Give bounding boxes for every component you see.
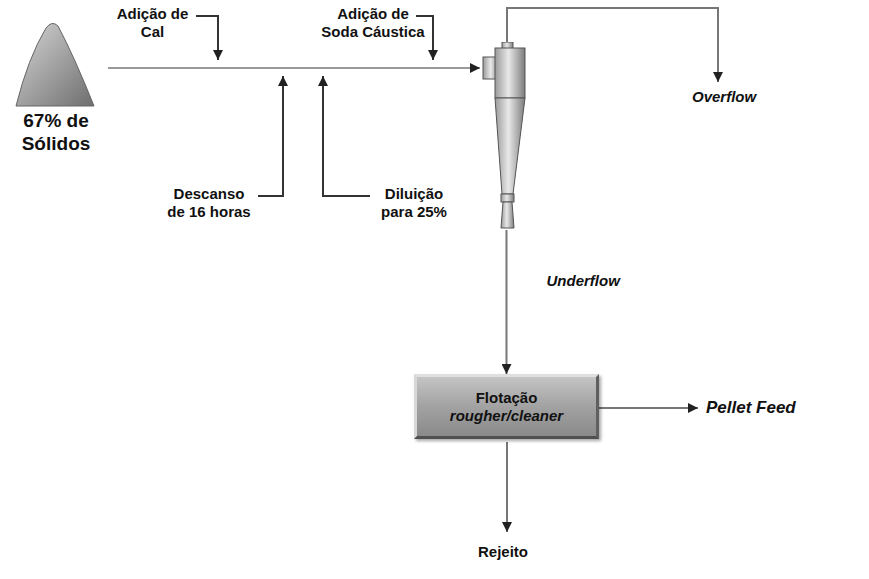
pile-shape — [16, 23, 94, 106]
output-arrow — [599, 407, 698, 409]
flow-label: Diluição para 25% — [374, 185, 454, 221]
ore-pile: 67% de Sólidos — [8, 18, 108, 156]
flow-connector — [506, 230, 508, 374]
feed-arrow — [258, 76, 283, 196]
process-box: Flotação rougher/cleaner — [414, 374, 599, 439]
flow-label: Adição de Soda Cáustica — [318, 5, 428, 41]
pile-icon — [8, 18, 108, 108]
process-label: Flotação rougher/cleaner — [442, 389, 572, 425]
feed-arrow — [323, 76, 370, 196]
flow-connector — [108, 67, 480, 69]
cyclone-icon — [480, 42, 535, 230]
flow-label: Adição de Cal — [110, 5, 195, 41]
edge-label: Underflow — [545, 272, 622, 289]
feed-arrow — [196, 16, 218, 60]
flow-label: Pellet Feed — [706, 398, 856, 418]
flow-label: Overflow — [692, 88, 782, 106]
flow-label: Descanso de 16 horas — [165, 185, 253, 221]
output-arrow — [506, 442, 508, 532]
overflow-arrow — [507, 8, 718, 82]
pile-label: 67% de Sólidos — [8, 110, 104, 156]
flow-label: Rejeito — [478, 543, 548, 561]
hydrocyclone — [480, 42, 535, 230]
